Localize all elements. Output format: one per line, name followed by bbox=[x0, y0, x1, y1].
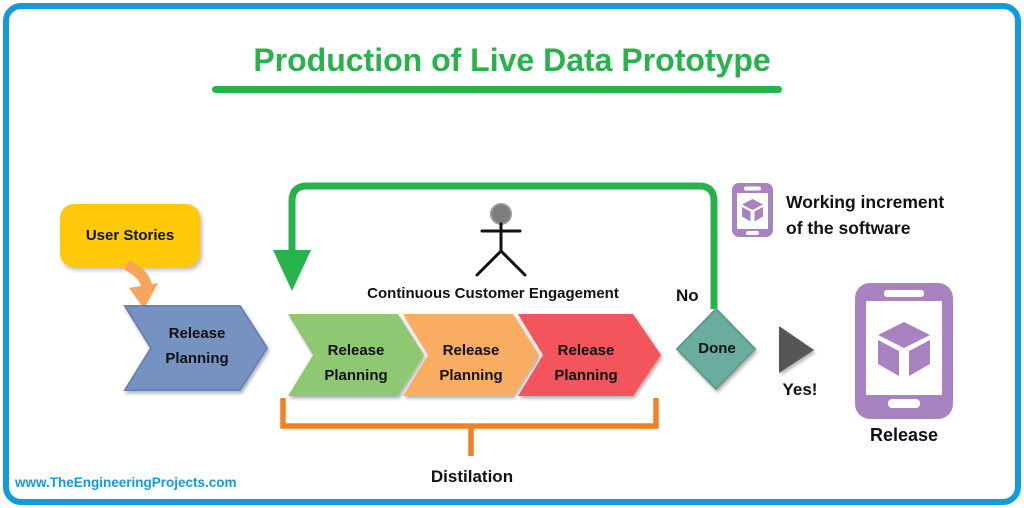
working-increment-line1: Working increment bbox=[786, 192, 945, 212]
release-label: Release bbox=[869, 425, 939, 445]
distillation-bracket-icon bbox=[280, 398, 659, 456]
sprint-3-label: Release Planning bbox=[529, 338, 643, 388]
sprint-1-line2: Planning bbox=[324, 367, 388, 384]
orange-curved-arrow-icon bbox=[124, 260, 158, 309]
done-label: Done bbox=[698, 340, 736, 357]
sprint-chevron-3 bbox=[518, 314, 661, 396]
sprint-2-line2: Planning bbox=[439, 367, 503, 384]
cube-icon bbox=[742, 199, 763, 222]
no-label: No bbox=[676, 286, 699, 305]
release-planning-line2: Planning bbox=[165, 350, 229, 367]
sprint-3-line1: Release bbox=[557, 342, 615, 359]
release-planning-line1: Release bbox=[168, 325, 226, 342]
release-planning-label: Release Planning bbox=[133, 321, 261, 371]
sprint-2-line1: Release bbox=[442, 342, 500, 359]
user-stories-box: User Stories bbox=[60, 204, 200, 267]
done-decision-diamond bbox=[675, 307, 757, 391]
sprint-1-label: Release Planning bbox=[299, 338, 413, 388]
yes-label: Yes! bbox=[782, 380, 818, 399]
sprint-3-line2: Planning bbox=[554, 367, 618, 384]
sprint-1-line1: Release bbox=[327, 342, 385, 359]
phone-working-increment-icon bbox=[732, 183, 773, 237]
working-increment-label: Working increment of the software bbox=[786, 189, 944, 241]
engagement-label: Continuous Customer Engagement bbox=[367, 285, 619, 302]
cube-icon bbox=[878, 322, 930, 376]
user-stories-label: User Stories bbox=[85, 227, 175, 244]
working-increment-line2: of the software bbox=[786, 218, 911, 238]
page-border bbox=[3, 3, 1021, 505]
sprint-chevron-1 bbox=[288, 314, 424, 396]
page-title: Production of Live Data Prototype bbox=[253, 42, 771, 78]
green-loop-arrow-icon bbox=[273, 182, 718, 309]
distillation-label: Distilation bbox=[430, 467, 514, 486]
stick-figure-icon bbox=[475, 203, 527, 277]
yes-triangle-icon bbox=[779, 326, 814, 373]
phone-release-icon bbox=[855, 283, 953, 419]
title-underline bbox=[212, 86, 782, 93]
sprint-2-label: Release Planning bbox=[414, 338, 528, 388]
watermark: www.TheEngineeringProjects.com bbox=[15, 475, 237, 490]
release-planning-chevron bbox=[123, 305, 269, 391]
sprint-chevron-2 bbox=[403, 314, 539, 396]
